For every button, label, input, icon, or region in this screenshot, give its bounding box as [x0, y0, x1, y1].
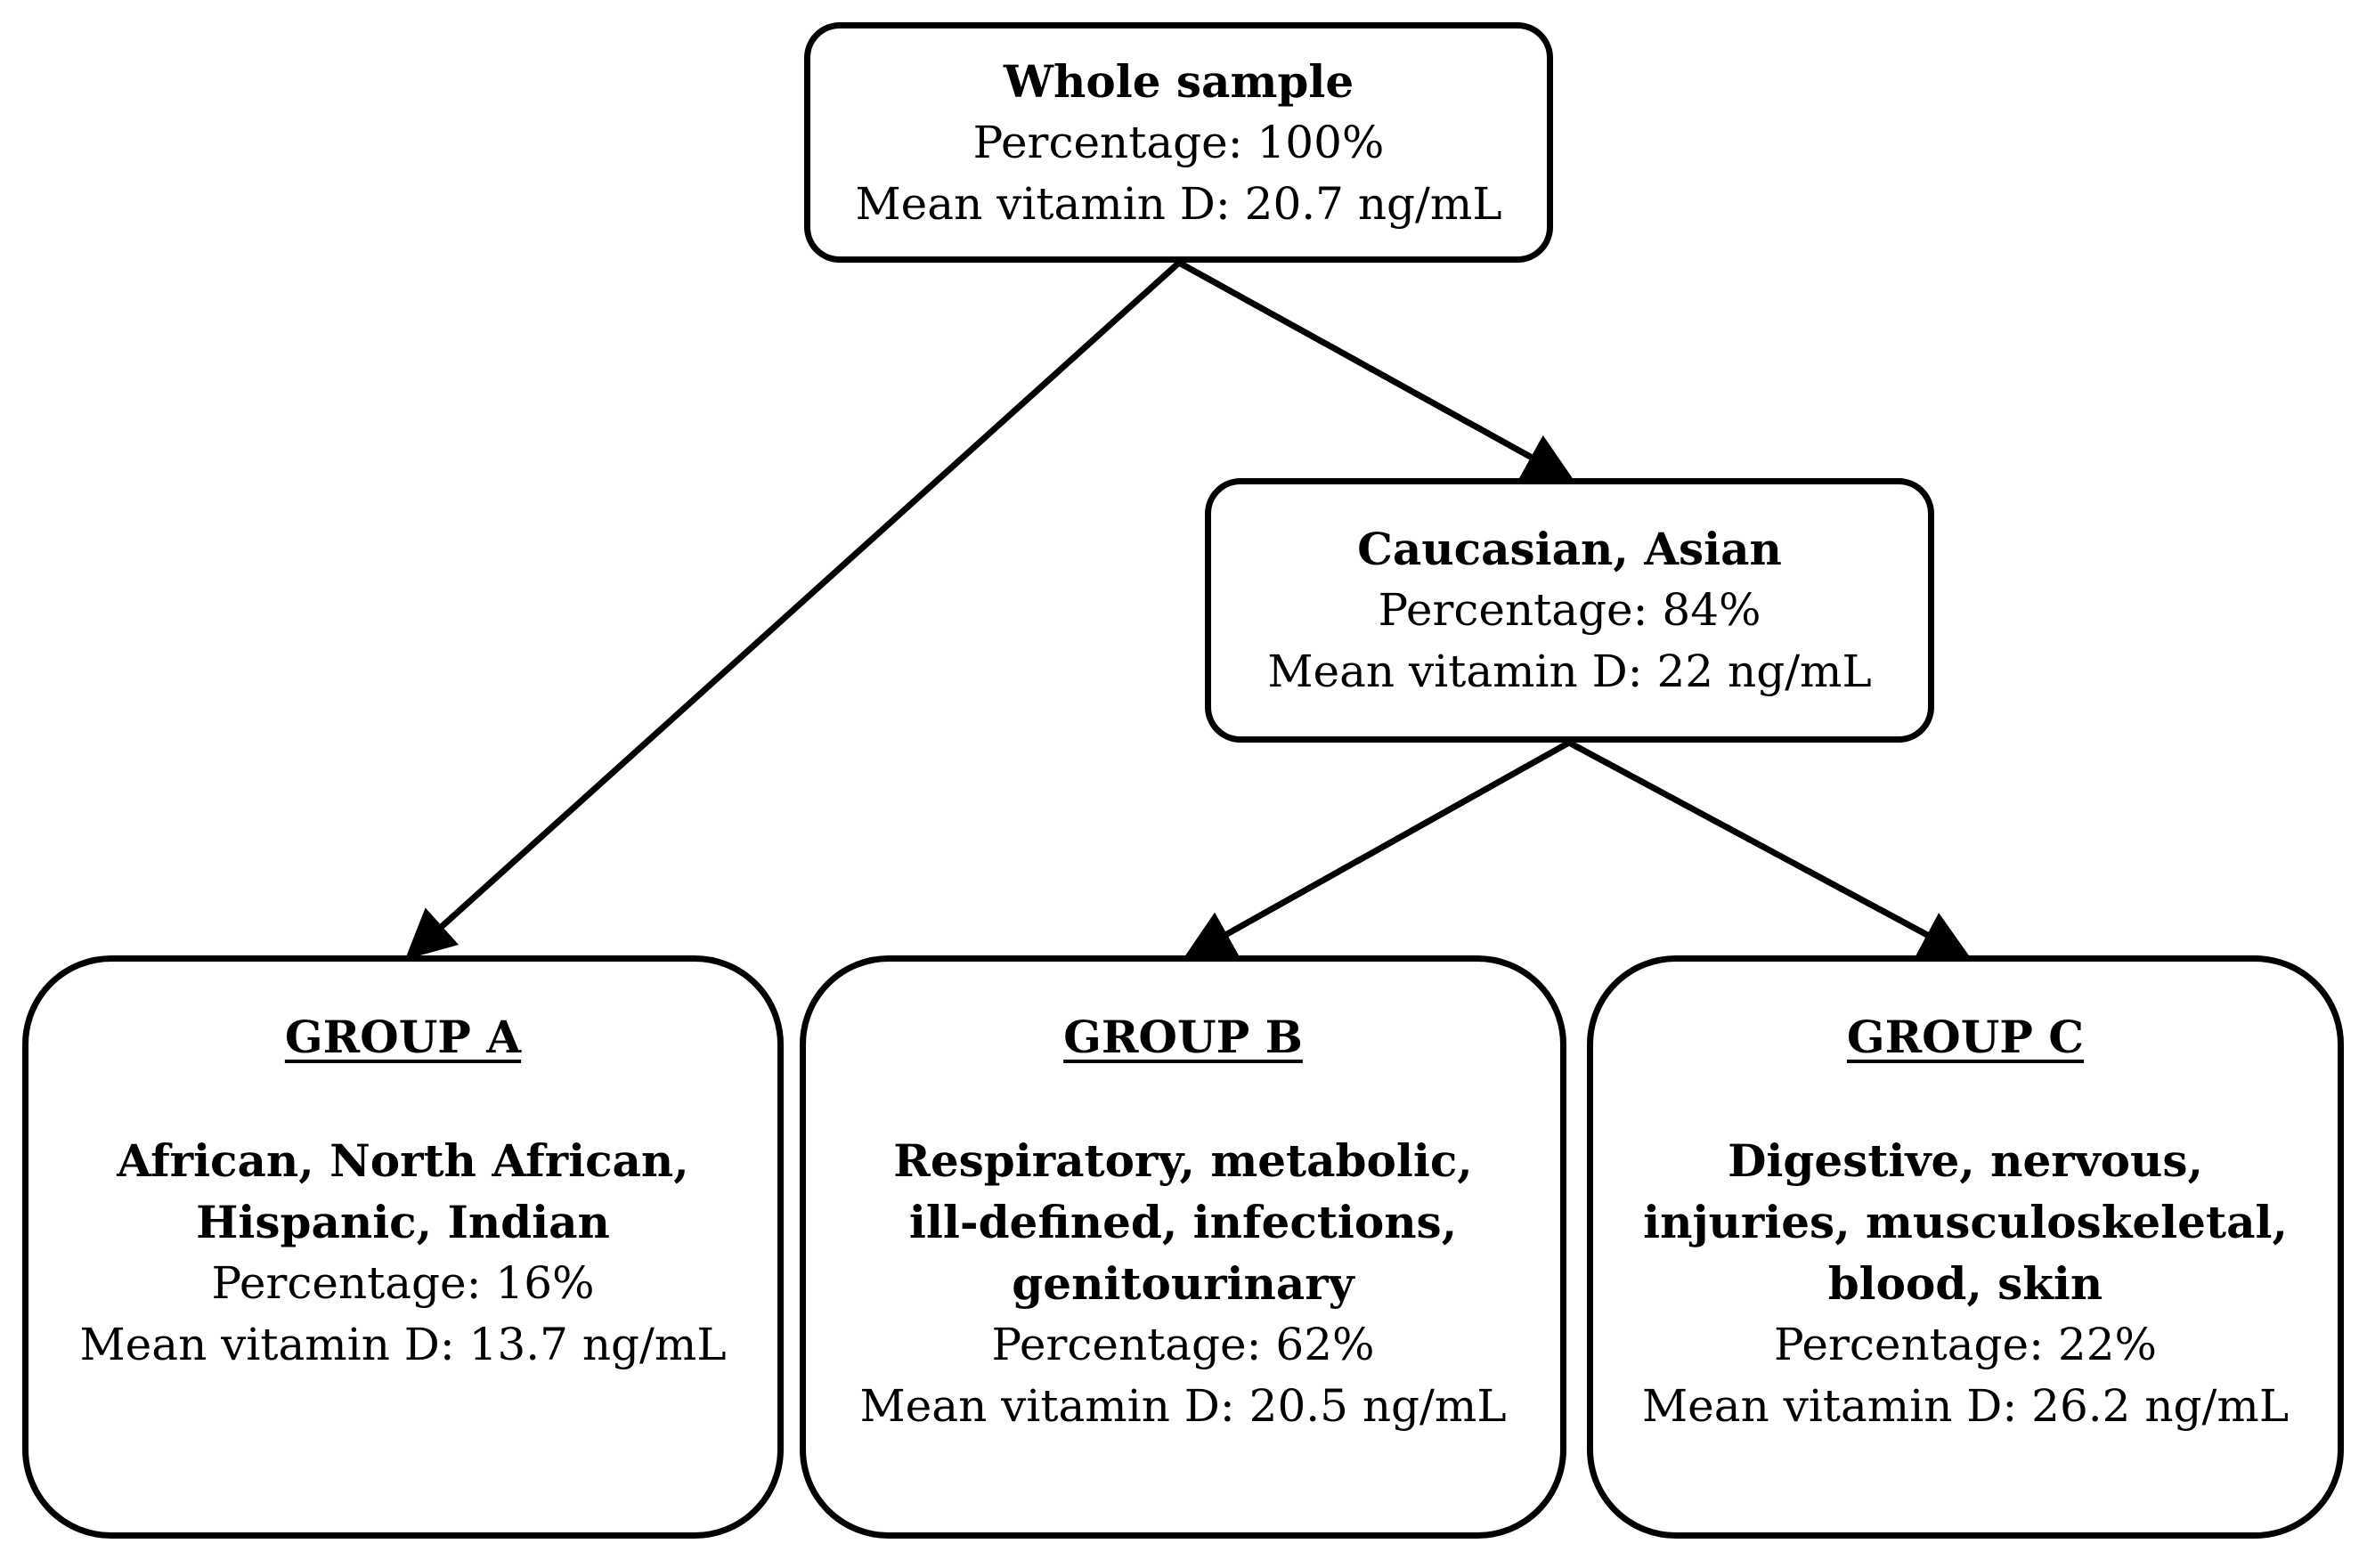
node-percentage: Percentage: 100% — [972, 116, 1385, 168]
node-whole-sample: Whole sample Percentage: 100% Mean vitam… — [804, 22, 1553, 263]
group-mean-vitamin-d: Mean vitamin D: 20.5 ng/mL — [859, 1380, 1507, 1432]
arrow-root-to-group-a — [404, 260, 1182, 960]
node-mean-vitamin-d: Mean vitamin D: 20.7 ng/mL — [855, 177, 1502, 230]
node-group-c: GROUP C Digestive, nervous, injuries, mu… — [1587, 955, 2344, 1539]
node-title: Caucasian, Asian — [1357, 523, 1782, 575]
arrow-middle-to-group-c — [1567, 739, 1972, 959]
node-percentage: Percentage: 84% — [1378, 584, 1761, 636]
node-mean-vitamin-d: Mean vitamin D: 22 ng/mL — [1267, 646, 1872, 697]
group-heading: GROUP B — [1063, 1011, 1303, 1063]
group-heading: GROUP C — [1846, 1011, 2085, 1063]
arrow-root-to-middle — [1177, 259, 1575, 482]
group-heading: GROUP A — [284, 1011, 522, 1063]
group-category-line: Respiratory, metabolic, — [893, 1134, 1473, 1187]
group-category-line: genitourinary — [1012, 1257, 1354, 1310]
group-mean-vitamin-d: Mean vitamin D: 13.7 ng/mL — [79, 1319, 727, 1370]
group-percentage: Percentage: 62% — [991, 1319, 1375, 1370]
group-category-line: blood, skin — [1827, 1257, 2103, 1310]
group-percentage: Percentage: 22% — [1773, 1319, 2158, 1370]
node-title: Whole sample — [1003, 54, 1354, 108]
group-category-line: Hispanic, Indian — [196, 1196, 610, 1248]
group-category-line: Digestive, nervous, — [1728, 1134, 2203, 1187]
group-percentage: Percentage: 16% — [211, 1257, 595, 1309]
node-group-b: GROUP B Respiratory, metabolic, ill-defi… — [800, 955, 1566, 1539]
group-category-line: injuries, musculoskeletal, — [1643, 1196, 2288, 1248]
node-caucasian-asian: Caucasian, Asian Percentage: 84% Mean vi… — [1205, 478, 1934, 743]
node-group-a: GROUP A African, North African, Hispanic… — [22, 955, 784, 1539]
arrow-middle-to-group-b — [1183, 739, 1571, 959]
group-category-line: African, North African, — [117, 1134, 689, 1187]
group-mean-vitamin-d: Mean vitamin D: 26.2 ng/mL — [1641, 1380, 2290, 1432]
group-category-line: ill-defined, infections, — [908, 1196, 1458, 1248]
